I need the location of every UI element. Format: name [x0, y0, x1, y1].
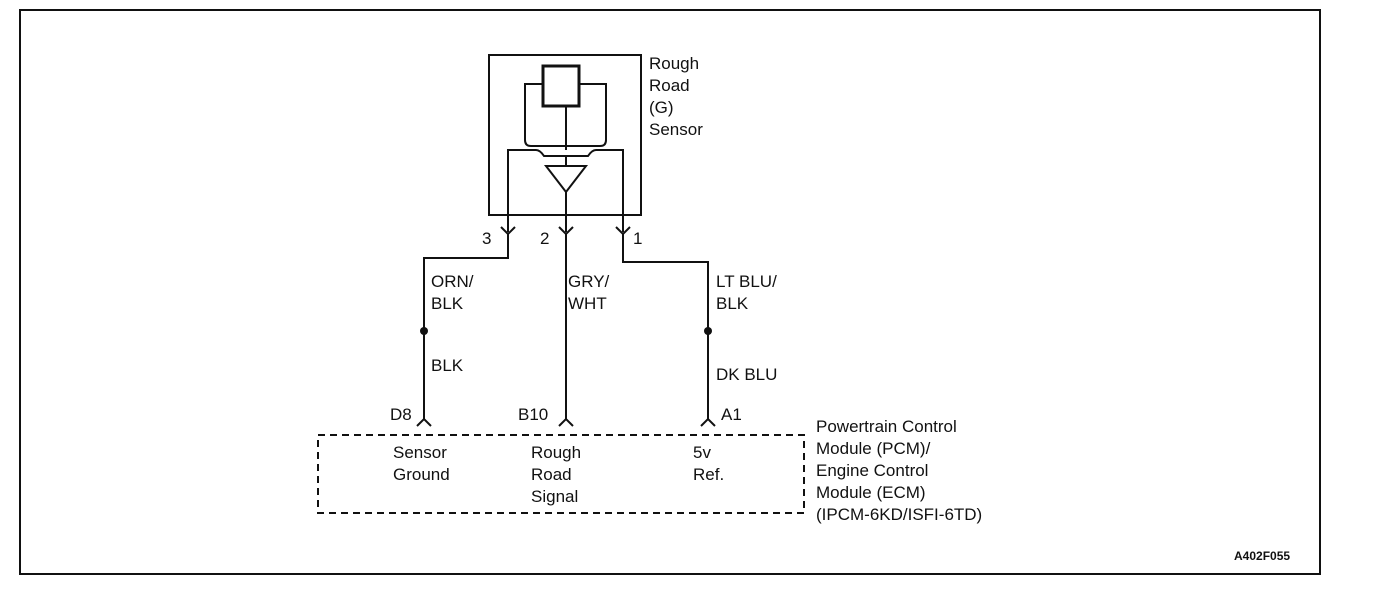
function-sensor-ground-line2: Ground	[393, 465, 450, 484]
function-5v-ref-line1: 5v	[693, 443, 711, 462]
wire-pin-2	[558, 215, 574, 427]
wire-color-pin1-line2: BLK	[716, 294, 749, 313]
wire-color-pin2-line1: GRY/	[568, 272, 610, 291]
rough-road-sensor-symbol	[488, 54, 642, 216]
module-name-line-1: Powertrain Control	[816, 417, 957, 436]
wire-color-pin1-line1: LT BLU/	[716, 272, 777, 291]
wire-pin-1	[615, 215, 716, 427]
sensor-name-line-2: Road	[649, 76, 690, 95]
wire-color-pin2-line2: WHT	[568, 294, 607, 313]
module-name-line-2: Module (PCM)/	[816, 439, 931, 458]
sensor-name-line-3: (G)	[649, 98, 674, 117]
module-name-line-5: (IPCM-6KD/ISFI-6TD)	[816, 505, 983, 524]
function-5v-ref-line2: Ref.	[693, 465, 725, 484]
pcm-module-box	[317, 434, 805, 514]
module-name-line-4: Module (ECM)	[816, 483, 926, 502]
wire-color-pin3-line1: ORN/	[431, 272, 474, 291]
splice-dot-right	[704, 327, 712, 335]
wire-color-pin3-bottom: BLK	[431, 356, 464, 375]
splice-dot-left	[420, 327, 428, 335]
sensor-name-line-4: Sensor	[649, 120, 703, 139]
pin-number-1: 1	[633, 229, 643, 248]
function-sensor-ground-line1: Sensor	[393, 443, 447, 462]
pcm-pin-b10: B10	[518, 405, 549, 424]
pcm-pin-d8: D8	[390, 405, 412, 424]
function-rough-road-line3: Signal	[531, 487, 579, 506]
figure-code: A402F055	[1234, 549, 1291, 563]
pin-number-2: 2	[540, 229, 550, 248]
module-name-line-3: Engine Control	[816, 461, 929, 480]
pcm-pin-a1: A1	[721, 405, 742, 424]
function-rough-road-line2: Road	[531, 465, 572, 484]
diagram-frame	[19, 9, 1321, 575]
pin-number-3: 3	[482, 229, 492, 248]
wire-color-pin3-line2: BLK	[431, 294, 464, 313]
wire-pin-3	[416, 215, 516, 427]
wire-color-pin1-bottom: DK BLU	[716, 365, 778, 384]
sensor-name-line-1: Rough	[649, 54, 700, 73]
function-rough-road-line1: Rough	[531, 443, 582, 462]
